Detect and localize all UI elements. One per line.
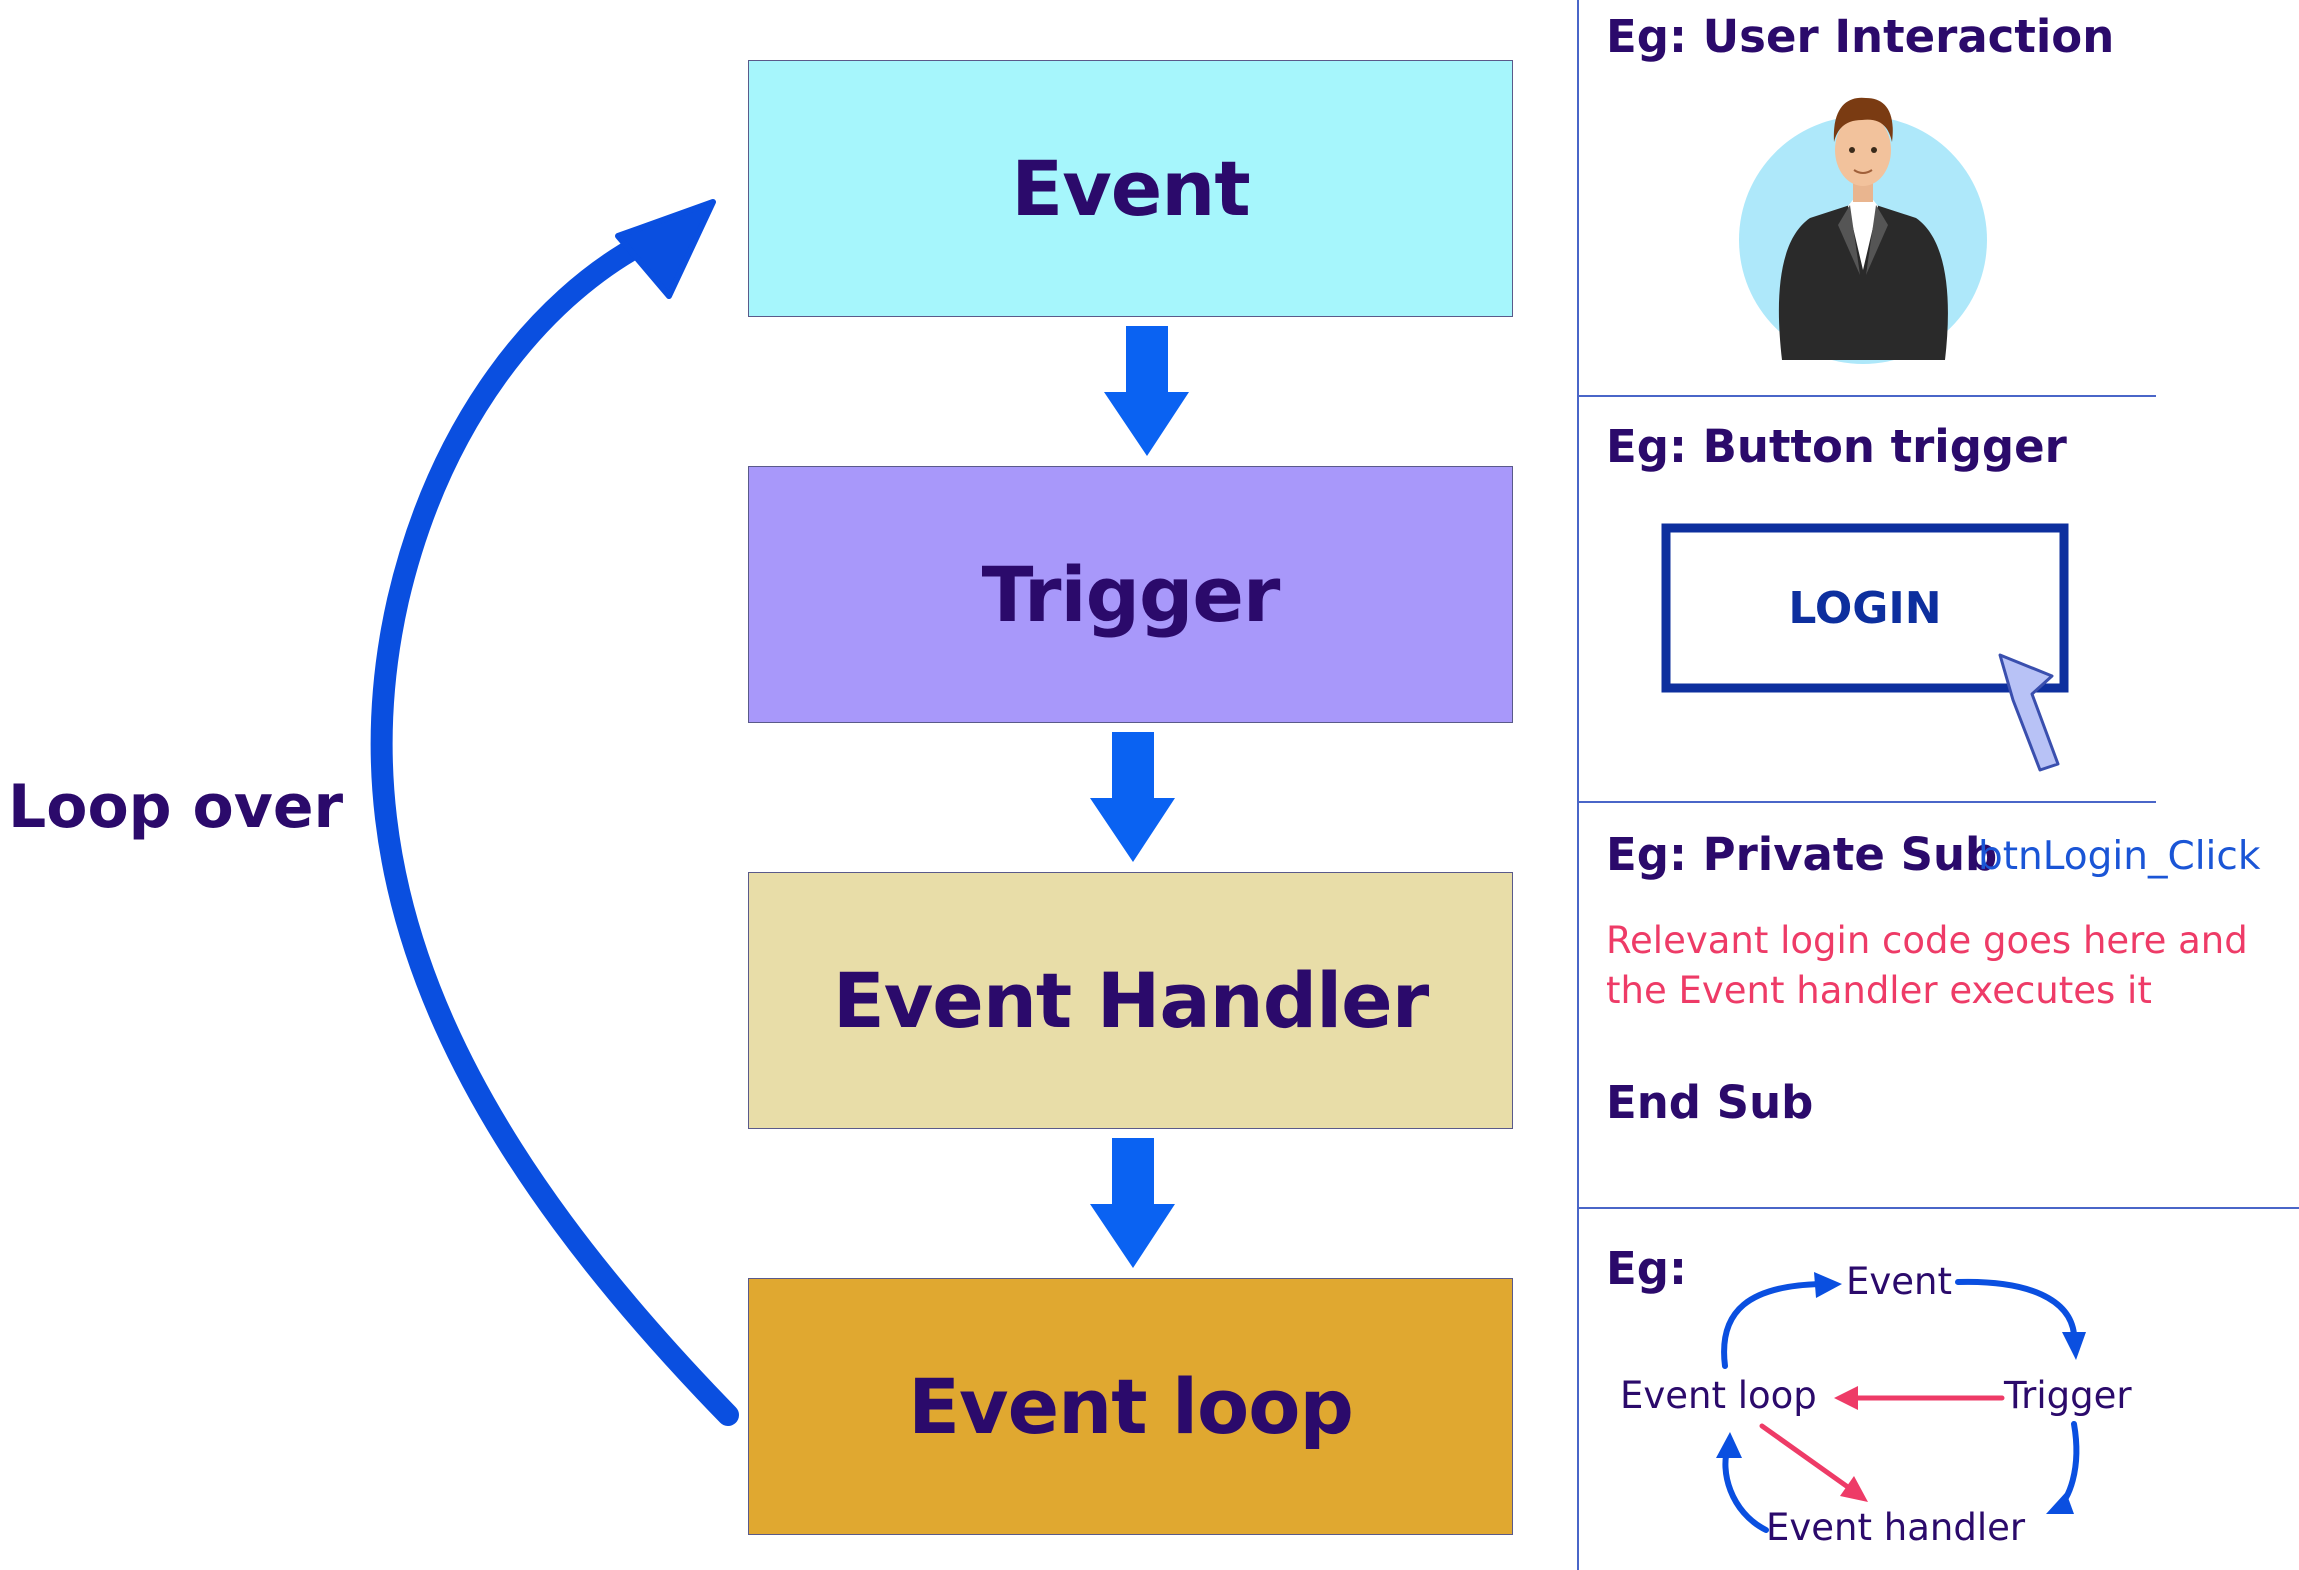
cycle-event-loop-label: Event loop (1620, 1374, 1817, 1417)
code-line-2: the Event handler executes it (1606, 969, 2152, 1012)
arrow-event-to-trigger (1104, 326, 1189, 456)
arrow-trigger-to-handler (1090, 732, 1175, 862)
end-sub-label: End Sub (1606, 1076, 1814, 1129)
cycle-arrowheads (1716, 1272, 2086, 1514)
event-loop-box: Event loop (748, 1278, 1513, 1535)
event-handler-box: Event Handler (748, 872, 1513, 1129)
cycle-red-arrows (1759, 1386, 2005, 1502)
private-sub-heading: Eg: Private Sub (1606, 828, 1998, 881)
login-button[interactable]: LOGIN (1666, 528, 2064, 688)
cursor-pointer-icon (1998, 653, 2060, 772)
code-line-1: Relevant login code goes here and (1606, 919, 2248, 962)
trigger-box-label: Trigger (981, 550, 1281, 639)
arrow-handler-to-loop (1090, 1138, 1175, 1268)
loop-over-label: Loop over (8, 772, 344, 842)
cycle-event-label: Event (1846, 1260, 1952, 1303)
user-interaction-heading: Eg: User Interaction (1606, 10, 2115, 63)
login-button-outline (1661, 523, 2069, 693)
loop-back-arrow (370, 199, 739, 1426)
cycle-heading: Eg: (1606, 1242, 1687, 1295)
login-button-label: LOGIN (1788, 582, 1942, 634)
event-box-label: Event (1011, 144, 1250, 233)
event-handler-box-label: Event Handler (832, 956, 1429, 1045)
event-loop-box-label: Event loop (908, 1362, 1354, 1451)
person-avatar-icon (1739, 97, 1987, 364)
event-box: Event (748, 60, 1513, 317)
cycle-event-handler-label: Event handler (1766, 1506, 2026, 1549)
panel-dividers (1577, 0, 2299, 1570)
sub-name: btnLogin_Click (1978, 834, 2261, 879)
down-arrows (1090, 326, 1189, 1268)
button-trigger-heading: Eg: Button trigger (1606, 420, 2067, 473)
cycle-trigger-label: Trigger (2004, 1374, 2132, 1417)
trigger-box: Trigger (748, 466, 1513, 723)
